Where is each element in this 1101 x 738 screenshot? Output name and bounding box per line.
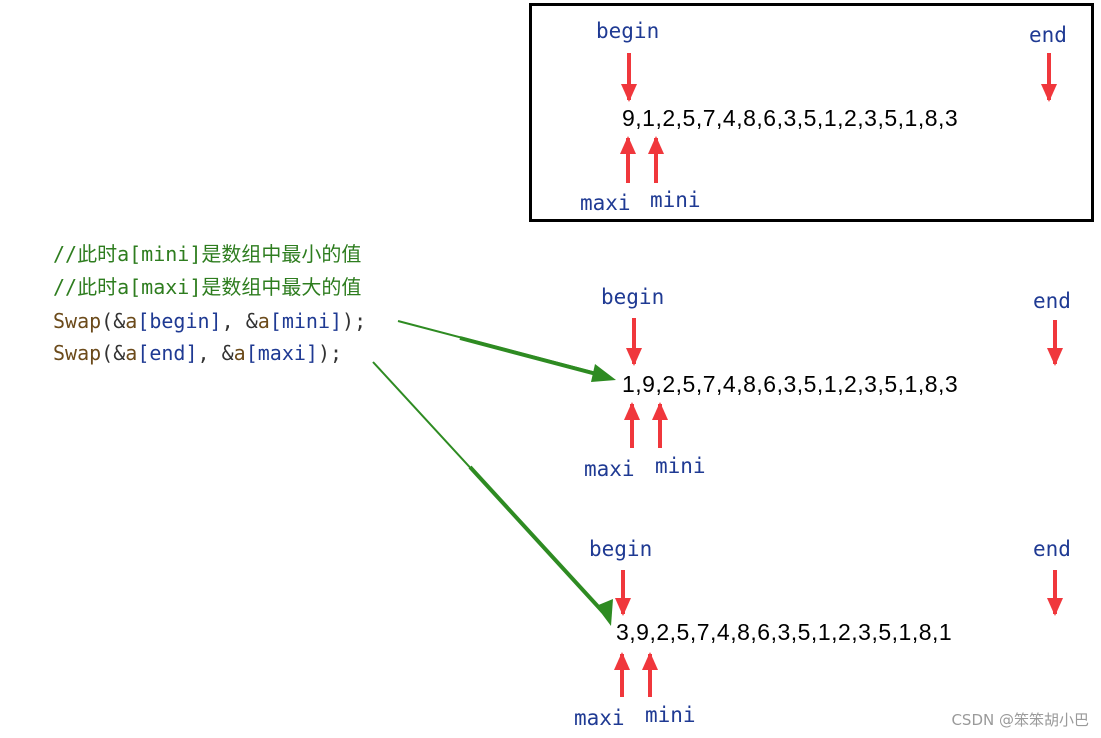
swap-function-name: Swap	[53, 309, 102, 333]
watermark: CSDN @笨笨胡小巴	[951, 711, 1089, 729]
code-punct: , &	[197, 341, 234, 365]
state3-maxi-arrow	[614, 652, 630, 697]
state2-sequence: 1,9,2,5,7,4,8,6,3,5,1,2,3,5,1,8,3	[622, 371, 959, 397]
state1-begin-arrow	[621, 53, 637, 102]
code-punct: (&	[101, 341, 126, 365]
state2-mini-arrow	[652, 402, 668, 448]
state1-mini-label: mini	[650, 188, 701, 212]
state1-maxi-label: maxi	[580, 191, 631, 215]
state2-end-label: end	[1033, 289, 1071, 313]
comment-max-line: //此时a[maxi]是数组中最大的值	[53, 275, 362, 299]
code-punct: );	[317, 341, 343, 365]
code-punct: , &	[221, 309, 258, 333]
state2-begin-label: begin	[601, 285, 665, 309]
swap-begin-flow-arrow	[397, 320, 616, 382]
state3-mini-arrow	[642, 652, 658, 697]
index-begin: [begin]	[137, 309, 222, 333]
state1-end-label: end	[1029, 23, 1067, 47]
array-name: a	[125, 341, 138, 365]
swap-end-flow-arrow	[372, 361, 613, 626]
state3-end-label: end	[1033, 537, 1071, 561]
index-end: [end]	[137, 341, 198, 365]
state1-end-arrow	[1041, 53, 1057, 102]
state1-begin-label: begin	[596, 19, 660, 43]
state3-sequence: 3,9,2,5,7,4,8,6,3,5,1,2,3,5,1,8,1	[616, 619, 953, 645]
array-name: a	[233, 341, 246, 365]
index-mini: [mini]	[269, 309, 343, 333]
initial-state-frame	[529, 3, 1094, 222]
state3-mini-label: mini	[645, 703, 696, 727]
state2-end-arrow	[1047, 320, 1063, 366]
state3-end-arrow	[1047, 570, 1063, 616]
swap-function-name: Swap	[53, 341, 102, 365]
state3-begin-arrow	[615, 570, 631, 616]
array-name: a	[125, 309, 138, 333]
state2-maxi-label: maxi	[584, 457, 635, 481]
state2-begin-arrow	[626, 318, 642, 366]
state1-mini-arrow	[648, 136, 664, 183]
state1-sequence: 9,1,2,5,7,4,8,6,3,5,1,2,3,5,1,8,3	[622, 105, 959, 131]
comment-min-line: //此时a[mini]是数组中最小的值	[53, 242, 362, 266]
swap-end-maxi-line: Swap(&a[end], &a[maxi]);	[53, 343, 342, 363]
swap-begin-mini-line: Swap(&a[begin], &a[mini]);	[53, 311, 366, 331]
state3-maxi-label: maxi	[574, 706, 625, 730]
state2-mini-label: mini	[655, 454, 706, 478]
index-maxi: [maxi]	[245, 341, 318, 365]
state2-maxi-arrow	[624, 402, 640, 448]
code-punct: );	[342, 309, 367, 333]
array-name: a	[257, 309, 270, 333]
code-punct: (&	[101, 309, 126, 333]
state3-begin-label: begin	[589, 537, 653, 561]
state1-maxi-arrow	[620, 136, 636, 183]
